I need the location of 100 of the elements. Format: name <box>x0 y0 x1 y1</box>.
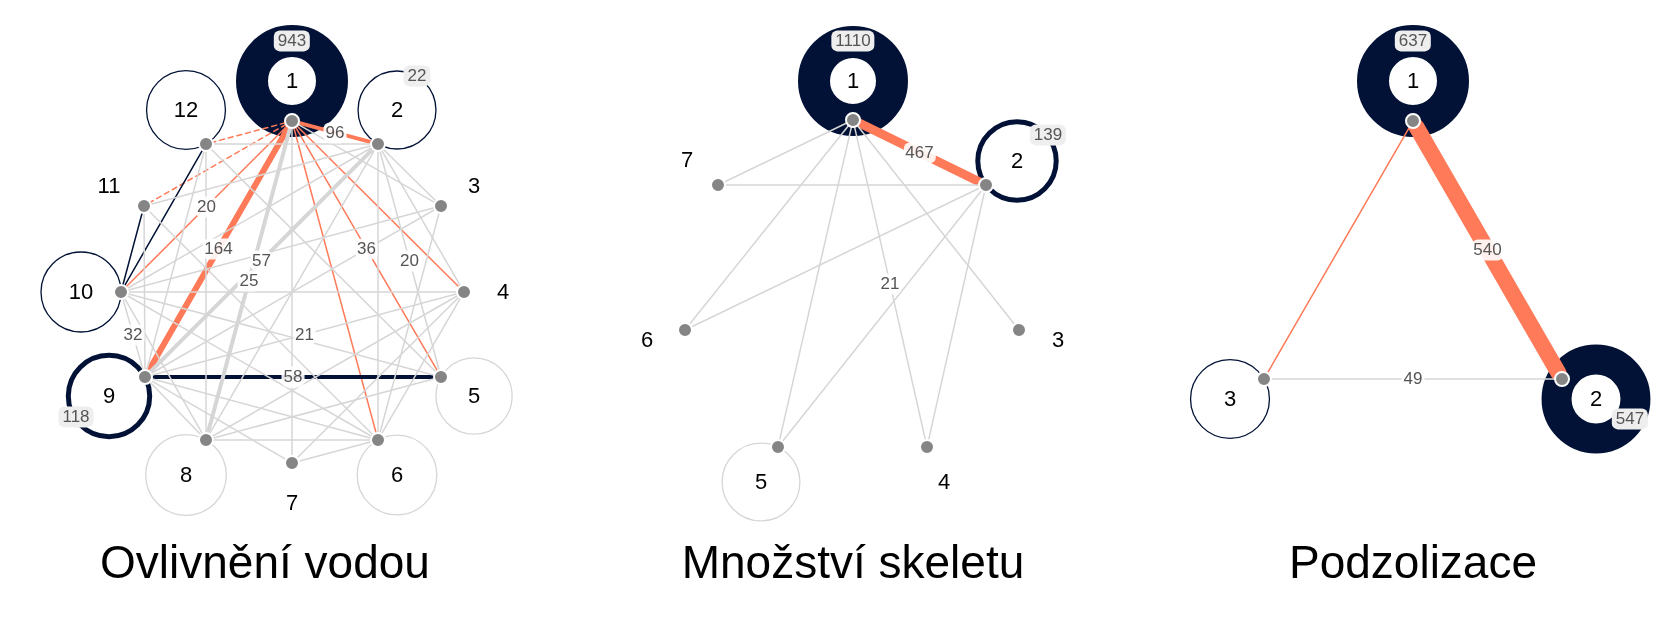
edge-label: 637 <box>1394 30 1432 52</box>
node-number: 8 <box>179 464 193 486</box>
connector-line <box>123 149 204 287</box>
connector-line <box>127 207 435 291</box>
connector-line <box>210 148 437 373</box>
panel-title: Podzolizace <box>1289 539 1537 585</box>
node-number: 5 <box>754 471 768 493</box>
edge-label: 21 <box>878 272 902 295</box>
connector-line <box>122 212 143 286</box>
connector-line <box>382 148 437 202</box>
connector-line <box>297 123 436 204</box>
connector-line <box>125 125 288 288</box>
self-loop-ring <box>1541 344 1651 454</box>
connector-line <box>150 208 436 375</box>
connector-line <box>123 297 204 435</box>
self-loop-ring <box>40 251 122 333</box>
connector-line <box>723 122 848 183</box>
node-number: 4 <box>496 281 510 303</box>
connector-line <box>126 294 373 438</box>
connector-line <box>688 124 850 326</box>
connector-line <box>212 378 435 439</box>
edge-label: 943 <box>273 30 311 52</box>
connector-line <box>778 126 853 441</box>
node-number: 1 <box>1406 70 1420 92</box>
edge-label: 58 <box>281 366 305 388</box>
edge-label: 540 <box>1471 239 1504 261</box>
connector-line <box>296 125 460 288</box>
node-number: 6 <box>390 464 404 486</box>
connector-line <box>126 146 373 290</box>
self-loop-ring <box>65 352 153 440</box>
edge-label: 96 <box>323 121 347 144</box>
edge-label: 20 <box>195 195 218 218</box>
node-number: 4 <box>937 471 951 493</box>
edge-label: 22 <box>403 65 431 87</box>
connector-line <box>1408 119 1567 381</box>
connector-line <box>293 127 377 434</box>
connector-line <box>298 441 372 462</box>
node-number: 7 <box>285 492 299 514</box>
node-number: 12 <box>173 99 199 121</box>
connector-line <box>148 210 374 436</box>
edge-label: 25 <box>237 269 261 292</box>
connector-line <box>690 187 981 328</box>
connector-line <box>208 149 376 435</box>
edge-label: 547 <box>1611 408 1649 430</box>
self-loop-ring <box>145 434 227 516</box>
self-loop-ring <box>356 434 438 516</box>
node-number: 2 <box>390 99 404 121</box>
self-loop-ring <box>145 69 227 150</box>
connector-line <box>149 123 287 204</box>
node-number: 3 <box>467 175 481 197</box>
node-number: 1 <box>846 70 860 92</box>
node-number: 6 <box>640 329 654 351</box>
edge-label: 36 <box>355 238 378 260</box>
edge-label: 139 <box>1029 124 1067 146</box>
edge-label: 164 <box>202 238 235 260</box>
panel-title: Množství skeletu <box>681 539 1025 585</box>
connector-line <box>122 298 144 371</box>
connector-line <box>150 379 287 461</box>
edge-label: 118 <box>58 406 94 428</box>
connector-line <box>149 381 202 436</box>
connector-line <box>294 126 439 372</box>
connector-line <box>856 124 1016 326</box>
connector-line <box>927 191 986 441</box>
connector-line <box>296 296 460 459</box>
connector-line <box>146 150 205 371</box>
node-number: 5 <box>467 385 481 407</box>
node-number: 11 <box>97 175 121 197</box>
edge-label: 32 <box>121 323 145 346</box>
connector-line <box>150 145 372 205</box>
node-number: 3 <box>1051 329 1065 351</box>
connector-line <box>211 294 459 438</box>
node-number: 7 <box>680 149 694 171</box>
connector-line <box>380 149 462 287</box>
connector-line <box>781 189 983 443</box>
self-loop-ring <box>975 119 1059 203</box>
node-number: 2 <box>1589 388 1603 410</box>
connector-line <box>379 212 440 434</box>
connector-line <box>147 146 376 375</box>
edge-label: 57 <box>250 249 273 272</box>
node-number: 9 <box>102 385 116 407</box>
edge-label: 20 <box>398 249 421 272</box>
node-number: 3 <box>1223 388 1237 410</box>
connector-line <box>151 378 372 439</box>
connector-line <box>143 212 146 371</box>
connector-line <box>380 297 462 435</box>
edge-label: 467 <box>903 141 936 164</box>
self-loop-ring <box>435 357 513 435</box>
node-number: 2 <box>1010 150 1024 172</box>
edge-label: 1110 <box>831 30 875 52</box>
connector-line <box>150 375 436 379</box>
self-loop-ring <box>1189 359 1271 439</box>
connector-line <box>379 150 440 371</box>
node-number: 10 <box>68 281 94 303</box>
node-number: 1 <box>285 70 299 92</box>
connector-line <box>212 122 286 143</box>
connector-line <box>853 126 927 441</box>
self-loop-ring <box>721 442 801 522</box>
connector-line <box>212 143 372 145</box>
self-loop-ring <box>236 25 348 137</box>
panel-title: Ovlivnění vodou <box>100 539 430 585</box>
